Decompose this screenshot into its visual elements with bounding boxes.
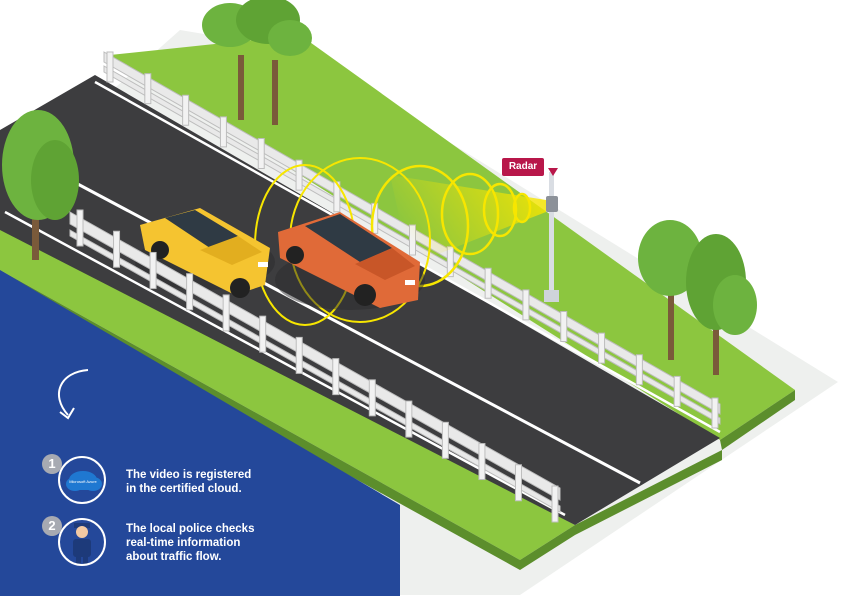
guardrail-post [295,336,303,374]
guardrail-post [711,397,719,429]
guardrail-post [186,273,194,311]
step-1-text-line: The video is registered [126,469,252,481]
radar-sensor [546,196,558,212]
car-red [275,212,425,310]
step-2-text: The local police checks real-time inform… [126,522,254,564]
guardrail-post [222,294,230,332]
guardrail-post [551,485,559,523]
step-2-number: 2 [42,516,62,536]
guardrail-post [522,289,530,321]
guardrail-front-posts [76,209,559,523]
guardrail-post [219,116,227,148]
guardrail-post [182,94,190,126]
guardrail-post [113,230,121,268]
step-2-icon-circle [58,518,106,566]
step-1-text-line: in the certified cloud. [126,483,242,495]
guardrail-post [106,51,114,83]
guardrail-post [673,375,681,407]
curved-arrow-icon [57,369,89,420]
step-2-text-line: about traffic flow. [126,551,222,563]
step-1-number: 1 [42,454,62,474]
tree-left [2,110,79,260]
guardrail-post [598,332,606,364]
guardrail-back-posts [106,51,719,429]
guardrail-post [295,159,303,191]
tree-back-right [638,220,757,375]
step-1-icon-circle [58,456,106,504]
radar-pole [544,168,559,302]
guardrail-post [144,73,152,105]
lane-line-edge-front [4,210,566,517]
guardrail-post [441,421,449,459]
guardrail-post [484,267,492,299]
guardrail-post [332,358,340,396]
guardrail-post [149,251,157,289]
step-2-text-line: The local police checks [126,523,255,535]
guardrail-post [560,311,568,342]
guardrail-post [76,209,84,247]
radar-label: Radar [502,158,544,176]
tree-back-left [202,0,312,125]
guardrail-post [259,315,267,353]
guardrail-post [405,400,413,438]
guardrail-post [635,354,643,386]
guardrail-post [514,464,522,502]
guardrail-post [478,443,486,481]
guardrail-post [257,138,265,169]
lane-line-center [9,146,641,485]
guardrail-post [368,379,376,417]
step-2-text-line: real-time information [126,537,241,549]
info-panel [0,270,400,596]
cloud-icon-label: Microsoft Azure [69,479,97,484]
step-1-text: The video is registered in the certified… [126,468,251,496]
